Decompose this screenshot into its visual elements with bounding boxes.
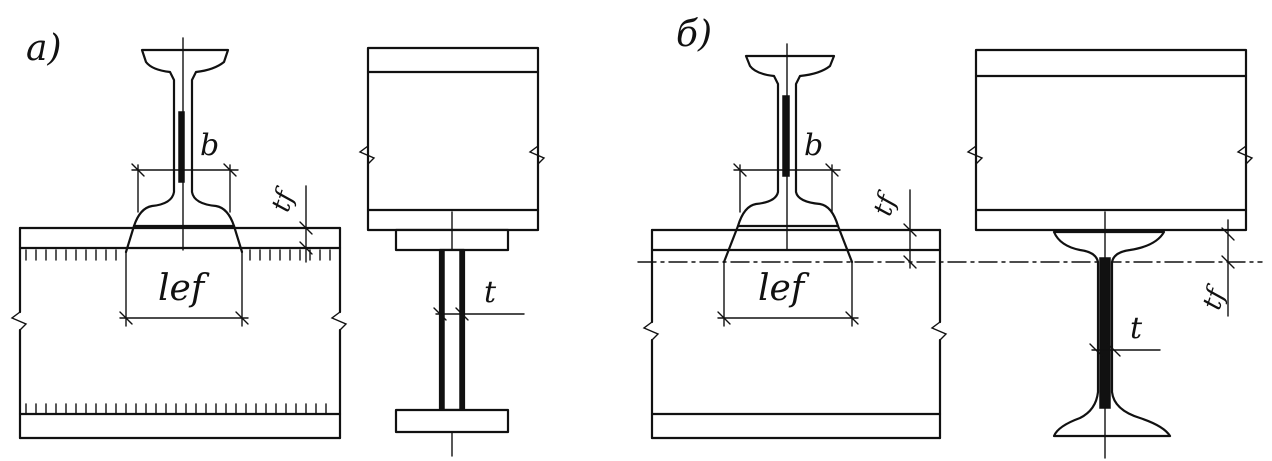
panel-a-beam-elevation <box>10 226 348 440</box>
beam-b-rail-section <box>1052 230 1172 438</box>
panel-b-dim-tf-lower: tf <box>1197 219 1235 317</box>
panel-a-dim-tf: tf <box>266 183 313 263</box>
label-t-a: t <box>484 275 497 310</box>
panel-a-dim-b: b <box>131 128 239 213</box>
label-tf-b-upper: tf <box>868 187 904 220</box>
beam-b-upper-box <box>974 48 1248 232</box>
panel-b-caption: б) <box>676 14 712 55</box>
panel-a-beam-section <box>358 46 546 457</box>
label-lef-b: lef <box>758 268 810 309</box>
panel-b-beam-section <box>966 48 1254 459</box>
spread-line-b-left <box>722 224 740 264</box>
panel-b-rail-section <box>722 43 854 264</box>
panel-b-dim-t: t <box>1089 311 1161 357</box>
panel-a: а) b <box>10 28 546 457</box>
label-t-b: t <box>1130 311 1143 346</box>
panel-b-beam-elevation <box>637 228 1263 440</box>
beam-a-upper-box <box>366 46 540 232</box>
spread-line-b-right <box>836 224 854 264</box>
rail-a-web-weld <box>178 111 185 183</box>
label-tf-a: tf <box>266 183 302 216</box>
label-b-a: b <box>200 128 219 163</box>
panel-a-dim-t: t <box>433 275 525 321</box>
panel-b-dim-tf-upper: tf <box>868 187 917 269</box>
beam-b-web <box>1099 257 1111 409</box>
panel-b: б) b <box>637 14 1263 459</box>
panel-a-dim-lef: lef <box>119 251 249 327</box>
label-b-b: b <box>804 128 823 163</box>
beam-a-bottom-flange <box>394 408 510 434</box>
panel-a-rail-section <box>124 37 244 254</box>
panel-b-dim-b: b <box>733 128 841 213</box>
panel-a-caption: а) <box>26 28 62 69</box>
panel-b-dim-lef: lef <box>717 261 859 327</box>
rail-b-web-weld <box>782 95 790 177</box>
label-lef-a: lef <box>158 268 210 309</box>
